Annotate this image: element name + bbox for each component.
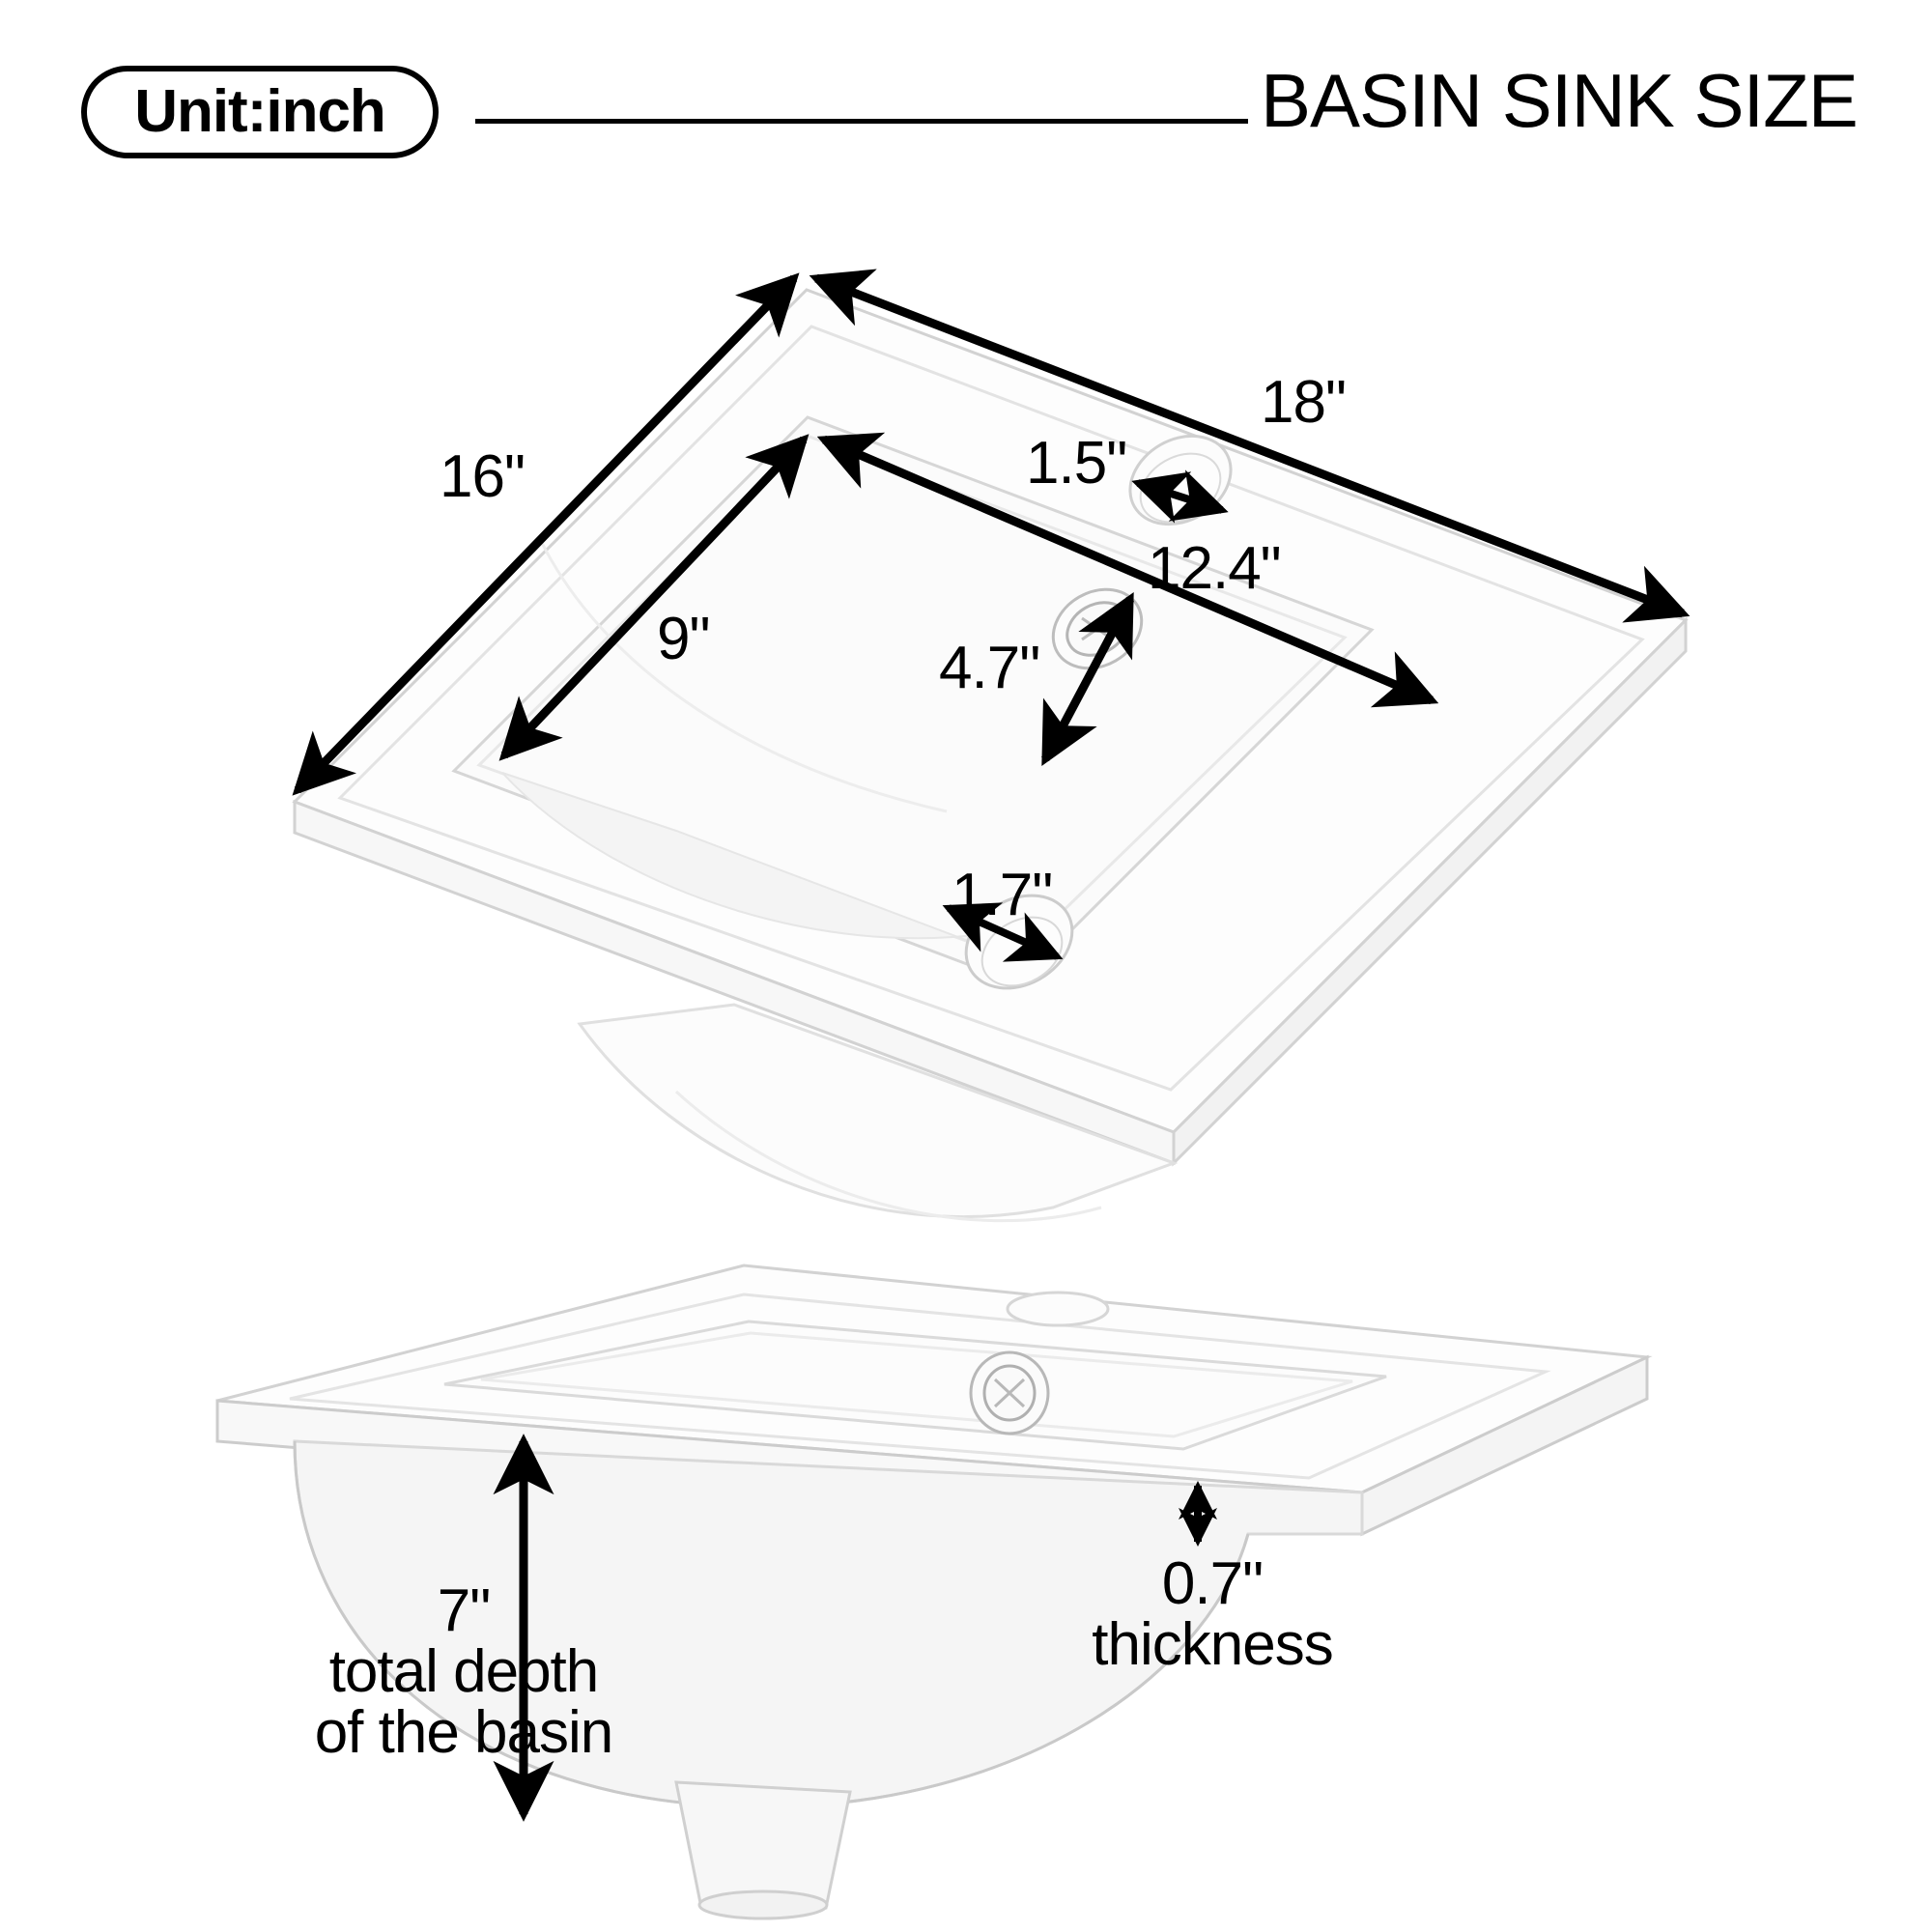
dimension-line-4p7in xyxy=(1041,592,1134,766)
diagram-header: Unit:inch BASIN SINK SIZE xyxy=(0,0,1932,193)
dimension-line-9in xyxy=(498,434,810,761)
sink-top-view-illustration xyxy=(292,288,1689,1223)
dimension-label-7in: 7" xyxy=(437,1577,492,1644)
side-bowl-opening xyxy=(443,1320,1387,1451)
drain-outlet-stub xyxy=(674,1780,852,1910)
dimension-label-16in: 16" xyxy=(440,443,526,510)
dimension-note-total-depth: total depth xyxy=(328,1638,600,1706)
dimension-line-12p4in xyxy=(816,432,1439,708)
page-title: BASIN SINK SIZE xyxy=(1261,58,1859,143)
sink-underside-bowl-contour xyxy=(674,1090,1102,1223)
sink-side-view-illustration xyxy=(215,1264,1653,1920)
dimension-note-of-the-basin: of the basin xyxy=(314,1699,614,1767)
dimension-label-9in: 9" xyxy=(657,606,710,672)
dimension-label-0p7in-group: 0.7" thickness xyxy=(1053,1550,1372,1679)
side-view-dimension-arrows xyxy=(493,1434,1217,1822)
dimension-label-12p4in: 12.4" xyxy=(1148,535,1282,602)
top-view-dimension-arrows xyxy=(292,269,1690,962)
sink-deck-right-edge xyxy=(1172,616,1688,1167)
header-divider-line xyxy=(475,119,1248,124)
dimension-line-1p7in xyxy=(942,902,1064,962)
side-faucet-hole xyxy=(1006,1291,1110,1327)
dimension-label-1p7in: 1.7" xyxy=(952,862,1053,928)
unit-badge: Unit:inch xyxy=(81,66,439,158)
dimension-label-0p7in: 0.7" xyxy=(1161,1550,1264,1617)
dimension-line-1p5in xyxy=(1131,469,1229,524)
side-deck-rim-groove xyxy=(289,1293,1551,1480)
dimension-label-4p7in: 4.7" xyxy=(939,635,1040,701)
side-bowl-inner-edge xyxy=(480,1331,1353,1438)
dimension-note-thickness: thickness xyxy=(1092,1611,1333,1679)
dimension-label-7in-group: 7" total depth of the basin xyxy=(304,1580,623,1764)
dimension-label-18in: 18" xyxy=(1261,369,1347,436)
dimension-label-1p5in: 1.5" xyxy=(1026,430,1127,497)
sink-underside-bowl xyxy=(577,1003,1179,1219)
drain-outlet-opening xyxy=(697,1889,829,1920)
unit-badge-label: Unit:inch xyxy=(134,78,386,145)
side-drain-strainer-cross xyxy=(993,1378,1026,1408)
